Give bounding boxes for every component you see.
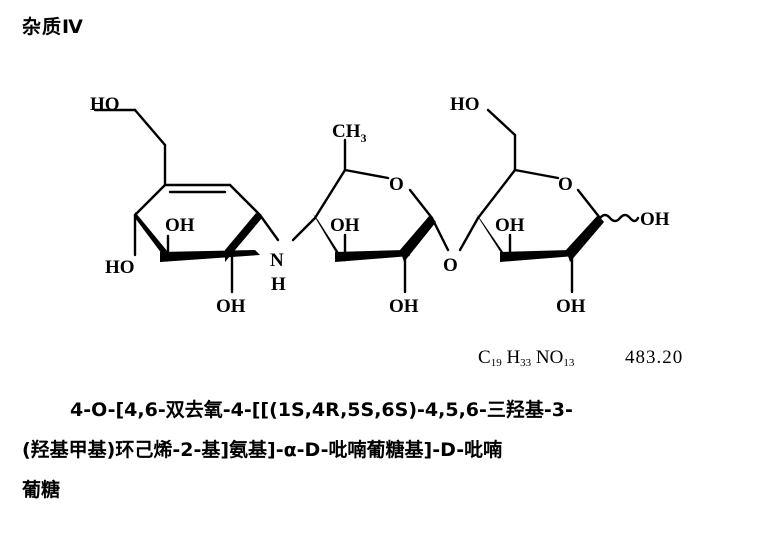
bond xyxy=(258,213,280,242)
label-oh3: OH xyxy=(330,215,360,236)
label-ho2: HO xyxy=(105,257,135,278)
wedge-bond xyxy=(566,215,604,262)
label-oh1: OH xyxy=(165,215,195,236)
bond xyxy=(291,216,317,242)
bond xyxy=(133,183,167,217)
bond xyxy=(486,108,517,137)
label-oh2: OH xyxy=(216,296,246,317)
wedge-bond xyxy=(500,250,575,262)
molecular-weight: 483.20 xyxy=(625,347,684,368)
name-line-2: (羟基甲基)环己烯-2-基]氨基]-α-D-吡喃葡糖基]-D-吡喃 xyxy=(22,439,503,461)
wavy-bond xyxy=(598,213,640,223)
bond xyxy=(476,168,517,220)
wedge-bond xyxy=(476,214,510,262)
wedge-bond xyxy=(335,250,410,262)
label-ch3: CH3 xyxy=(332,121,367,145)
page-title: 杂质Ⅳ xyxy=(22,16,84,38)
structure-diagram: HO OH HO OH N H CH3 O OH OH O HO O OH OH… xyxy=(90,94,670,317)
label-bridge-o: O xyxy=(443,255,458,276)
wedge-bond xyxy=(400,215,436,262)
bond xyxy=(228,183,262,217)
name-line-3: 葡糖 xyxy=(22,479,61,501)
wedge-bond xyxy=(313,214,345,262)
label-oh7: OH xyxy=(640,209,670,230)
label-oh6: OH xyxy=(556,296,586,317)
chemical-name: 4-O-[4,6-双去氧-4-[[(1S,4R,5S,6S)-4,5,6-三羟基… xyxy=(22,390,762,510)
label-n: N xyxy=(270,250,284,271)
formula-text: C19 H33 NO13 xyxy=(478,347,575,369)
molecular-formula: C19 H33 NO13 483.20 xyxy=(0,347,781,373)
name-line-1: 4-O-[4,6-双去氧-4-[[(1S,4R,5S,6S)-4,5,6-三羟基… xyxy=(70,399,573,421)
label-ho3: HO xyxy=(450,94,480,115)
bond xyxy=(313,168,347,220)
bond xyxy=(458,216,480,252)
wedge-bond xyxy=(160,250,260,262)
bond xyxy=(576,188,602,220)
wedge-bond xyxy=(225,213,262,262)
label-ring-o3: O xyxy=(558,174,573,195)
bond xyxy=(343,168,390,180)
bond xyxy=(408,188,434,220)
label-ho1: HO xyxy=(90,94,120,115)
label-h: H xyxy=(271,274,286,295)
label-oh5: OH xyxy=(495,215,525,236)
label-oh4: OH xyxy=(389,296,419,317)
wedge-bond xyxy=(135,212,168,262)
bond xyxy=(430,216,450,252)
bond xyxy=(513,168,560,180)
label-ring-o2: O xyxy=(389,174,404,195)
bond xyxy=(133,108,167,147)
